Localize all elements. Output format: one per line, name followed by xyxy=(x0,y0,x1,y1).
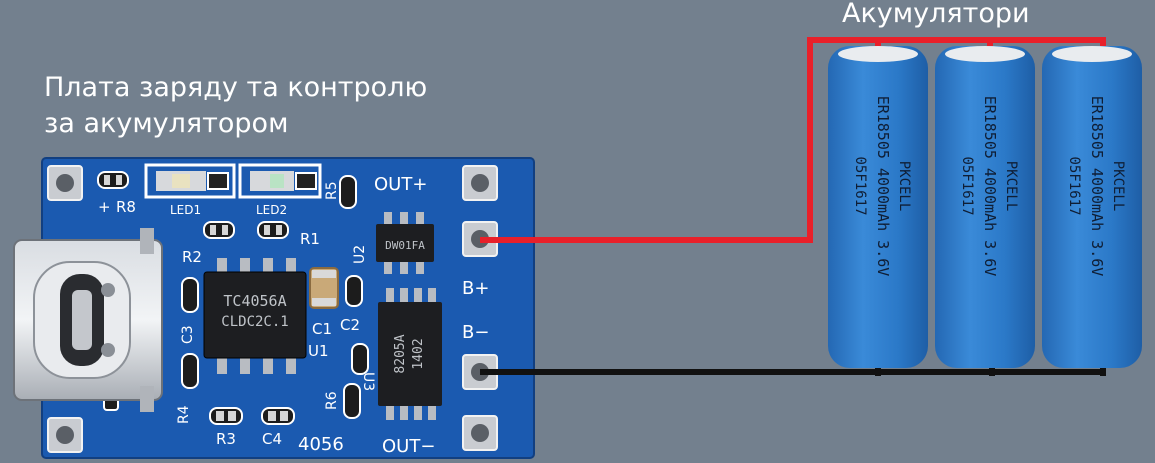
board-caption: Плата заряду та контролю за акумулятором xyxy=(44,70,427,142)
battery-body xyxy=(828,46,928,368)
label-r5: R5 xyxy=(324,181,340,200)
label-model: 4056 xyxy=(298,434,344,455)
label-led1: LED1 xyxy=(170,203,201,217)
battery-print-line: PKCELL xyxy=(896,161,912,212)
battery-terminal xyxy=(838,46,918,62)
battery-print-line: PKCELL xyxy=(1110,161,1126,212)
board-caption-line-2: за акумулятором xyxy=(44,108,289,139)
batteries-caption: Акумулятори xyxy=(842,0,1030,29)
label-r6: R6 xyxy=(324,391,340,410)
battery-print-line: 05F1617 xyxy=(959,156,975,215)
battery-body xyxy=(935,46,1035,368)
label-r1: R1 xyxy=(300,230,320,248)
chip-tc4056a: TC4056A CLDC2C.1 xyxy=(203,258,307,374)
positive-wire xyxy=(480,37,1106,243)
battery-print-line: ER18505 4000mAh 3.6V xyxy=(1088,96,1106,277)
label-plus: + xyxy=(98,198,111,216)
label-r4: R4 xyxy=(176,405,192,424)
battery-print-line: 05F1617 xyxy=(852,156,868,215)
label-b-minus: B− xyxy=(462,322,489,343)
label-c1: C1 xyxy=(312,320,332,338)
chip-8205a: 8205A 1402 xyxy=(378,288,442,420)
label-b-plus: B+ xyxy=(462,278,489,299)
battery-terminal xyxy=(1052,46,1132,62)
battery-body xyxy=(1042,46,1142,368)
battery-print-line: 05F1617 xyxy=(1066,156,1082,215)
chip-dw01: DW01FA xyxy=(376,212,434,274)
chip-u3-line-1: 8205A xyxy=(393,334,408,373)
label-r3: R3 xyxy=(216,430,236,448)
label-r8: R8 xyxy=(116,198,136,216)
battery-terminal xyxy=(945,46,1025,62)
led2-outline xyxy=(238,163,322,199)
label-out-plus: OUT+ xyxy=(374,174,427,195)
label-c2: C2 xyxy=(340,316,360,334)
usb-c-connector xyxy=(13,228,163,412)
label-c3: C3 xyxy=(180,325,196,344)
chip-u2-label: DW01FA xyxy=(385,239,425,252)
label-out-minus: OUT− xyxy=(382,436,435,457)
label-u3: U3 xyxy=(360,372,376,391)
battery-print-line: PKCELL xyxy=(1003,161,1019,212)
chip-u3-line-2: 1402 xyxy=(411,338,426,369)
board-caption-line-1: Плата заряду та контролю xyxy=(44,72,428,103)
battery-print-line: ER18505 4000mAh 3.6V xyxy=(874,96,892,277)
label-r2: R2 xyxy=(182,248,202,266)
label-u1: U1 xyxy=(308,342,329,360)
battery-print-line: ER18505 4000mAh 3.6V xyxy=(981,96,999,277)
label-u2: U2 xyxy=(352,245,368,264)
chip-main-line-1: TC4056A xyxy=(223,292,286,310)
charger-board: TC4056A CLDC2C.1 DW01FA 8205A xyxy=(13,157,535,459)
label-led2: LED2 xyxy=(256,203,287,217)
label-c4: C4 xyxy=(262,430,282,448)
led1-outline xyxy=(144,163,236,199)
chip-main-line-2: CLDC2C.1 xyxy=(221,314,288,330)
